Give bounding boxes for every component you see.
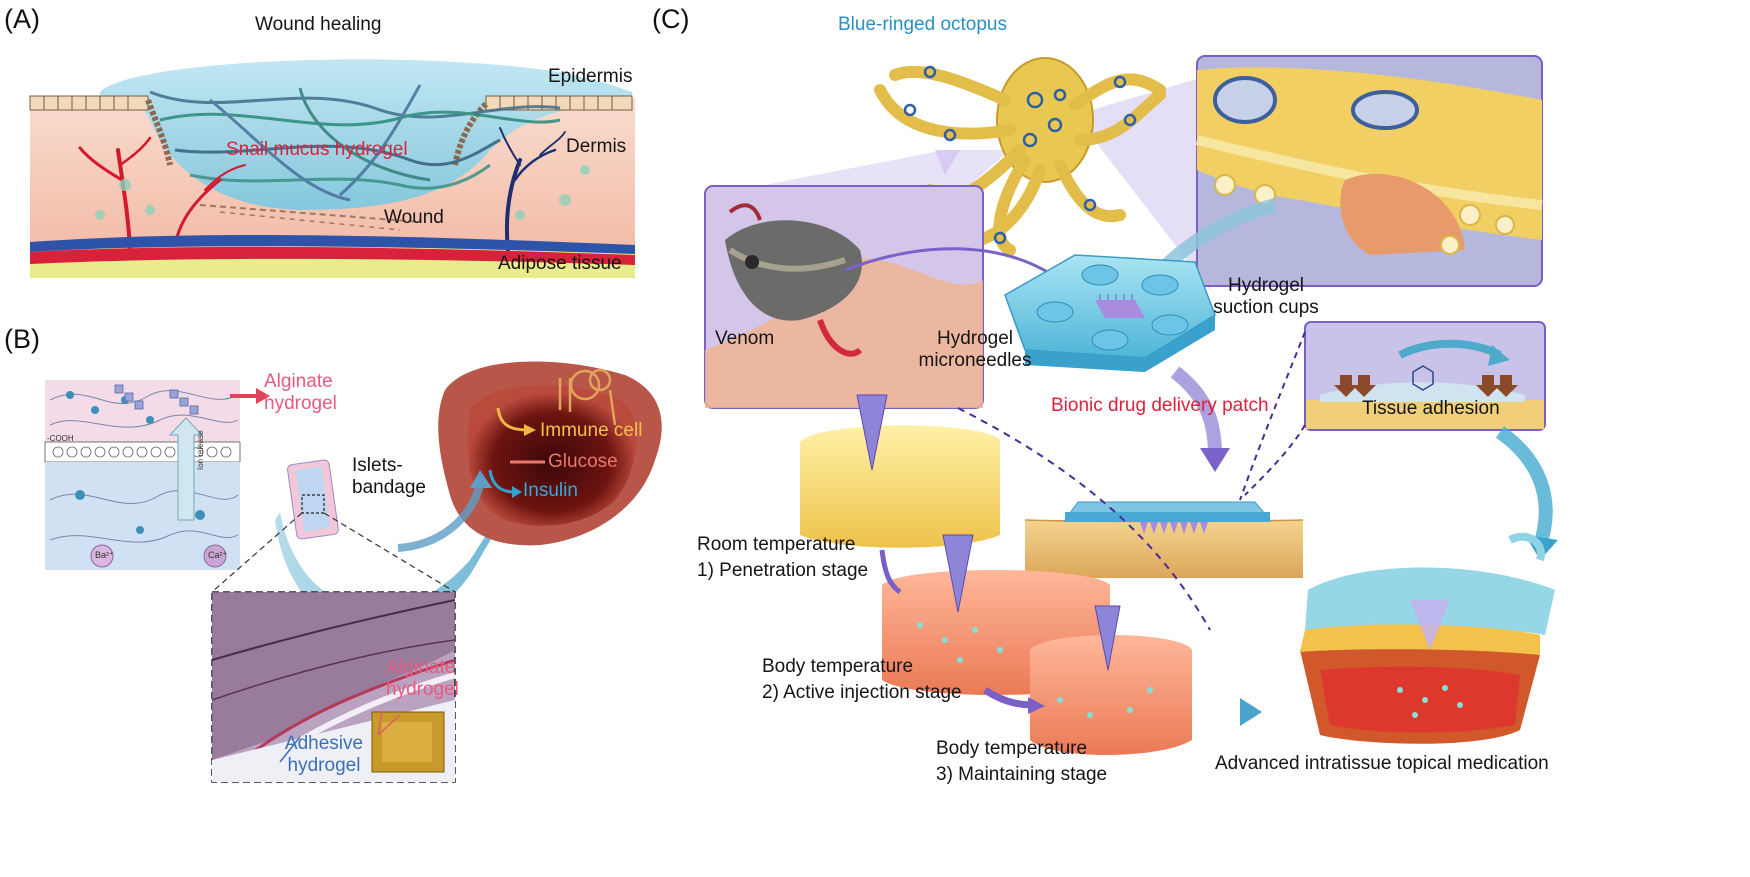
- ca-label: Ca²⁺: [208, 550, 228, 560]
- maintaining-stage-label: 3) Maintaining stage: [936, 764, 1108, 785]
- snail-gel-label: Snail mucus hydrogel: [226, 139, 408, 160]
- tissue-adhesion-label: Tissue adhesion: [1362, 398, 1500, 419]
- glucose-label: Glucose: [548, 451, 618, 472]
- panel-b-illustration: [44, 361, 662, 783]
- panel-b-label: (B): [4, 324, 40, 354]
- wound-label: Wound: [384, 207, 444, 228]
- panel-a-title: Wound healing: [255, 14, 382, 35]
- room-temp-label: Room temperature: [697, 534, 856, 555]
- panel-a-label: (A): [4, 4, 40, 34]
- dermis-label: Dermis: [566, 136, 627, 157]
- body-temp-1-label: Body temperature: [762, 656, 914, 677]
- panel-c-label: (C): [652, 4, 690, 34]
- alginate-bottom-label: Alginate hydrogel: [386, 657, 459, 700]
- islets-bandage-label: Islets-bandage: [352, 455, 426, 498]
- immune-cell-label: Immune cell: [540, 420, 643, 441]
- microneedles-label: Hydrogel microneedles: [918, 328, 1032, 371]
- final-tissue: [1300, 532, 1555, 744]
- active-injection-label: 2) Active injection stage: [762, 682, 962, 703]
- adhesive-label: Adhesive hydrogel: [284, 733, 364, 776]
- insulin-label: Insulin: [523, 480, 578, 501]
- panel-a-illustration: [29, 59, 635, 278]
- venom-label: Venom: [715, 328, 775, 349]
- epidermis-left: [29, 95, 173, 166]
- penetration-stage-label: 1) Penetration stage: [697, 560, 869, 581]
- alginate-top-label: Alginate hydrogel: [264, 371, 337, 414]
- advanced-medication-label: Advanced intratissue topical medication: [1215, 753, 1549, 774]
- ba-label: Ba²⁺: [95, 550, 114, 560]
- body-temp-2-label: Body temperature: [936, 738, 1088, 759]
- suction-cups-label: Hydrogel suction cups: [1213, 275, 1319, 318]
- panel-c-illustration: [704, 55, 1558, 755]
- hex-patch: [1004, 254, 1216, 372]
- epidermis-label: Epidermis: [548, 66, 633, 87]
- cooh-label: -COOH: [47, 434, 74, 443]
- ion-release-label: Ion release: [196, 430, 205, 470]
- octopus-label: Blue-ringed octopus: [838, 14, 1007, 35]
- adipose-label: Adipose tissue: [498, 253, 622, 274]
- bionic-patch-label: Bionic drug delivery patch: [1051, 395, 1269, 416]
